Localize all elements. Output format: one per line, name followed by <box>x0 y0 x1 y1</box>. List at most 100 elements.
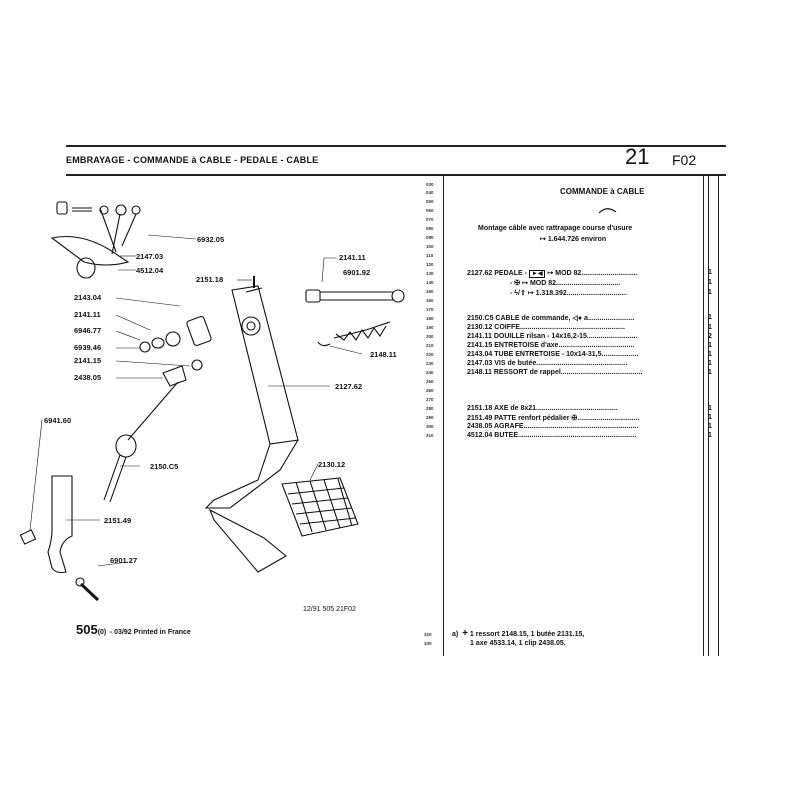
line-number: 320 <box>424 632 432 637</box>
steering-icon: ✠ <box>571 415 578 422</box>
table-row: 2151.49 PATTE renfort pédalier ✠........… <box>467 415 640 422</box>
part-desc: - <box>510 280 513 287</box>
page-code: F02 <box>672 152 697 168</box>
line-number: 030 <box>426 182 434 187</box>
diagram-label: 2141.11 <box>74 310 101 319</box>
table-row: 2141.15 ENTRETOISE d'axe................… <box>467 342 635 349</box>
footnote-line1: a) + 1 ressort 2148.15, 1 butée 2131.15, <box>452 628 585 639</box>
part-desc: - <box>510 290 513 297</box>
part-qty: 2 <box>708 333 712 340</box>
part-ref: 4512.04 <box>467 432 493 439</box>
column-divider-left <box>443 176 444 656</box>
line-number: 150 <box>426 289 434 294</box>
table-row: 2150.C5 CABLE de commande, ◁● a.........… <box>467 315 635 322</box>
column-divider-qty2 <box>708 176 709 656</box>
part-desc: DOUILLE rilsan - 14x16,2-15 <box>493 333 587 340</box>
footer: 505(0) - 03/92 Printed in France <box>76 622 191 637</box>
lightning-icon: ϟ/⇧ <box>514 290 526 297</box>
part-desc: PEDALE - <box>494 270 527 277</box>
section-title: COMMANDE à CABLE <box>560 187 645 196</box>
line-number: 090 <box>426 235 434 240</box>
line-number: 070 <box>426 217 434 222</box>
line-number: 210 <box>426 343 434 348</box>
part-ref: 2141.15 <box>467 342 493 349</box>
table-row: 2151.18 AXE de 8x21.....................… <box>467 405 618 412</box>
arrow-from-icon: ↦ <box>547 270 554 277</box>
table-row: 2127.62 PEDALE - ►◀ ↦ MOD 82............… <box>467 270 638 278</box>
part-desc: TUBE ENTRETOISE - 10x14-31,5 <box>494 351 602 358</box>
line-number: 040 <box>426 190 434 195</box>
diagram-label: 6901.27 <box>110 556 138 565</box>
part-desc: BUTEE <box>494 432 518 439</box>
line-number: 100 <box>426 244 434 249</box>
cable-end-icon: ◁● <box>572 315 583 322</box>
section-note-line2: 1.644.726 environ <box>547 236 607 243</box>
part-ref: 2127.62 <box>467 270 493 277</box>
steering-icon: ✠ <box>514 280 521 287</box>
part-variant: MOD 82 <box>555 270 582 277</box>
diagram-label: 2130.12 <box>318 460 346 469</box>
line-number: 290 <box>426 415 434 420</box>
diagram-label: 2438.05 <box>74 373 102 382</box>
doc-reference: 12/91 505 21F02 <box>303 606 356 613</box>
line-number: 260 <box>426 388 434 393</box>
line-number: 280 <box>426 406 434 411</box>
part-ref: 2148.11 <box>467 369 492 376</box>
line-number: 310 <box>426 433 434 438</box>
diagram-label: 6932.05 <box>197 235 225 244</box>
part-desc: ENTRETOISE d'axe <box>494 342 559 349</box>
part-qty: 1 <box>708 269 712 276</box>
table-row: 2143.04 TUBE ENTRETOISE - 10x14-31,5....… <box>467 351 639 358</box>
diagram-label: 2141.15 <box>74 356 102 365</box>
footer-page: 505 <box>76 622 98 637</box>
table-row: 2147.03 VIS de butée....................… <box>467 360 628 367</box>
diagram-label: 6941.60 <box>44 416 72 425</box>
part-qty: 1 <box>708 360 712 367</box>
part-desc: CABLE de commande, <box>495 315 571 322</box>
page-title: EMBRAYAGE - COMMANDE à CABLE - PEDALE - … <box>66 155 319 165</box>
part-desc: VIS de butée <box>494 360 537 367</box>
line-number: 240 <box>426 370 434 375</box>
part-ref: 2143.04 <box>467 351 493 358</box>
table-row: 4512.04 BUTEE...........................… <box>467 432 637 439</box>
line-number: 190 <box>426 325 434 330</box>
column-divider-right <box>718 176 719 656</box>
line-number: 300 <box>426 424 434 429</box>
part-ref: 2151.49 <box>467 415 493 422</box>
footnote-line2: 1 axe 4533.14, 1 clip 2438.05. <box>470 640 566 647</box>
line-number: 120 <box>426 262 434 267</box>
part-ref: 2147.03 <box>467 360 493 367</box>
line-number: 330 <box>424 641 432 646</box>
part-ref: 2141.11 <box>467 333 492 340</box>
diagram-label: 6946.77 <box>74 326 102 335</box>
part-qty: 1 <box>708 279 712 286</box>
part-qty: 1 <box>708 423 712 430</box>
line-number: 200 <box>426 334 434 339</box>
diagram-label: 2127.62 <box>335 382 363 391</box>
diagram-label: 2141.11 <box>339 253 366 262</box>
top-rule <box>66 145 726 147</box>
part-qty: 1 <box>708 324 712 331</box>
line-number: 170 <box>426 307 434 312</box>
arrow-from-icon: ↦ <box>522 280 528 287</box>
part-qty: 1 <box>708 414 712 421</box>
page-number: 21 <box>625 144 650 169</box>
part-variant: 1.318.392 <box>535 290 567 297</box>
diagram-label: 2151.18 <box>196 275 224 284</box>
part-qty: 1 <box>708 369 712 376</box>
diagram-label: 2143.04 <box>74 293 102 302</box>
line-number: 050 <box>426 199 434 204</box>
plus-icon: + <box>462 628 468 639</box>
line-number: 250 <box>426 379 434 384</box>
part-desc: COIFFE <box>494 324 520 331</box>
header-bottom-rule <box>66 174 726 176</box>
part-desc: PATTE renfort pédalier <box>494 415 570 422</box>
footer-suffix: (0) <box>97 629 107 636</box>
part-ref: 2150.C5 <box>467 315 494 322</box>
part-qty: 1 <box>708 432 712 439</box>
section-note-line2-wrap: ↦ 1.644.726 environ <box>540 235 606 243</box>
line-number: 230 <box>426 361 434 366</box>
part-qty: 1 <box>708 342 712 349</box>
